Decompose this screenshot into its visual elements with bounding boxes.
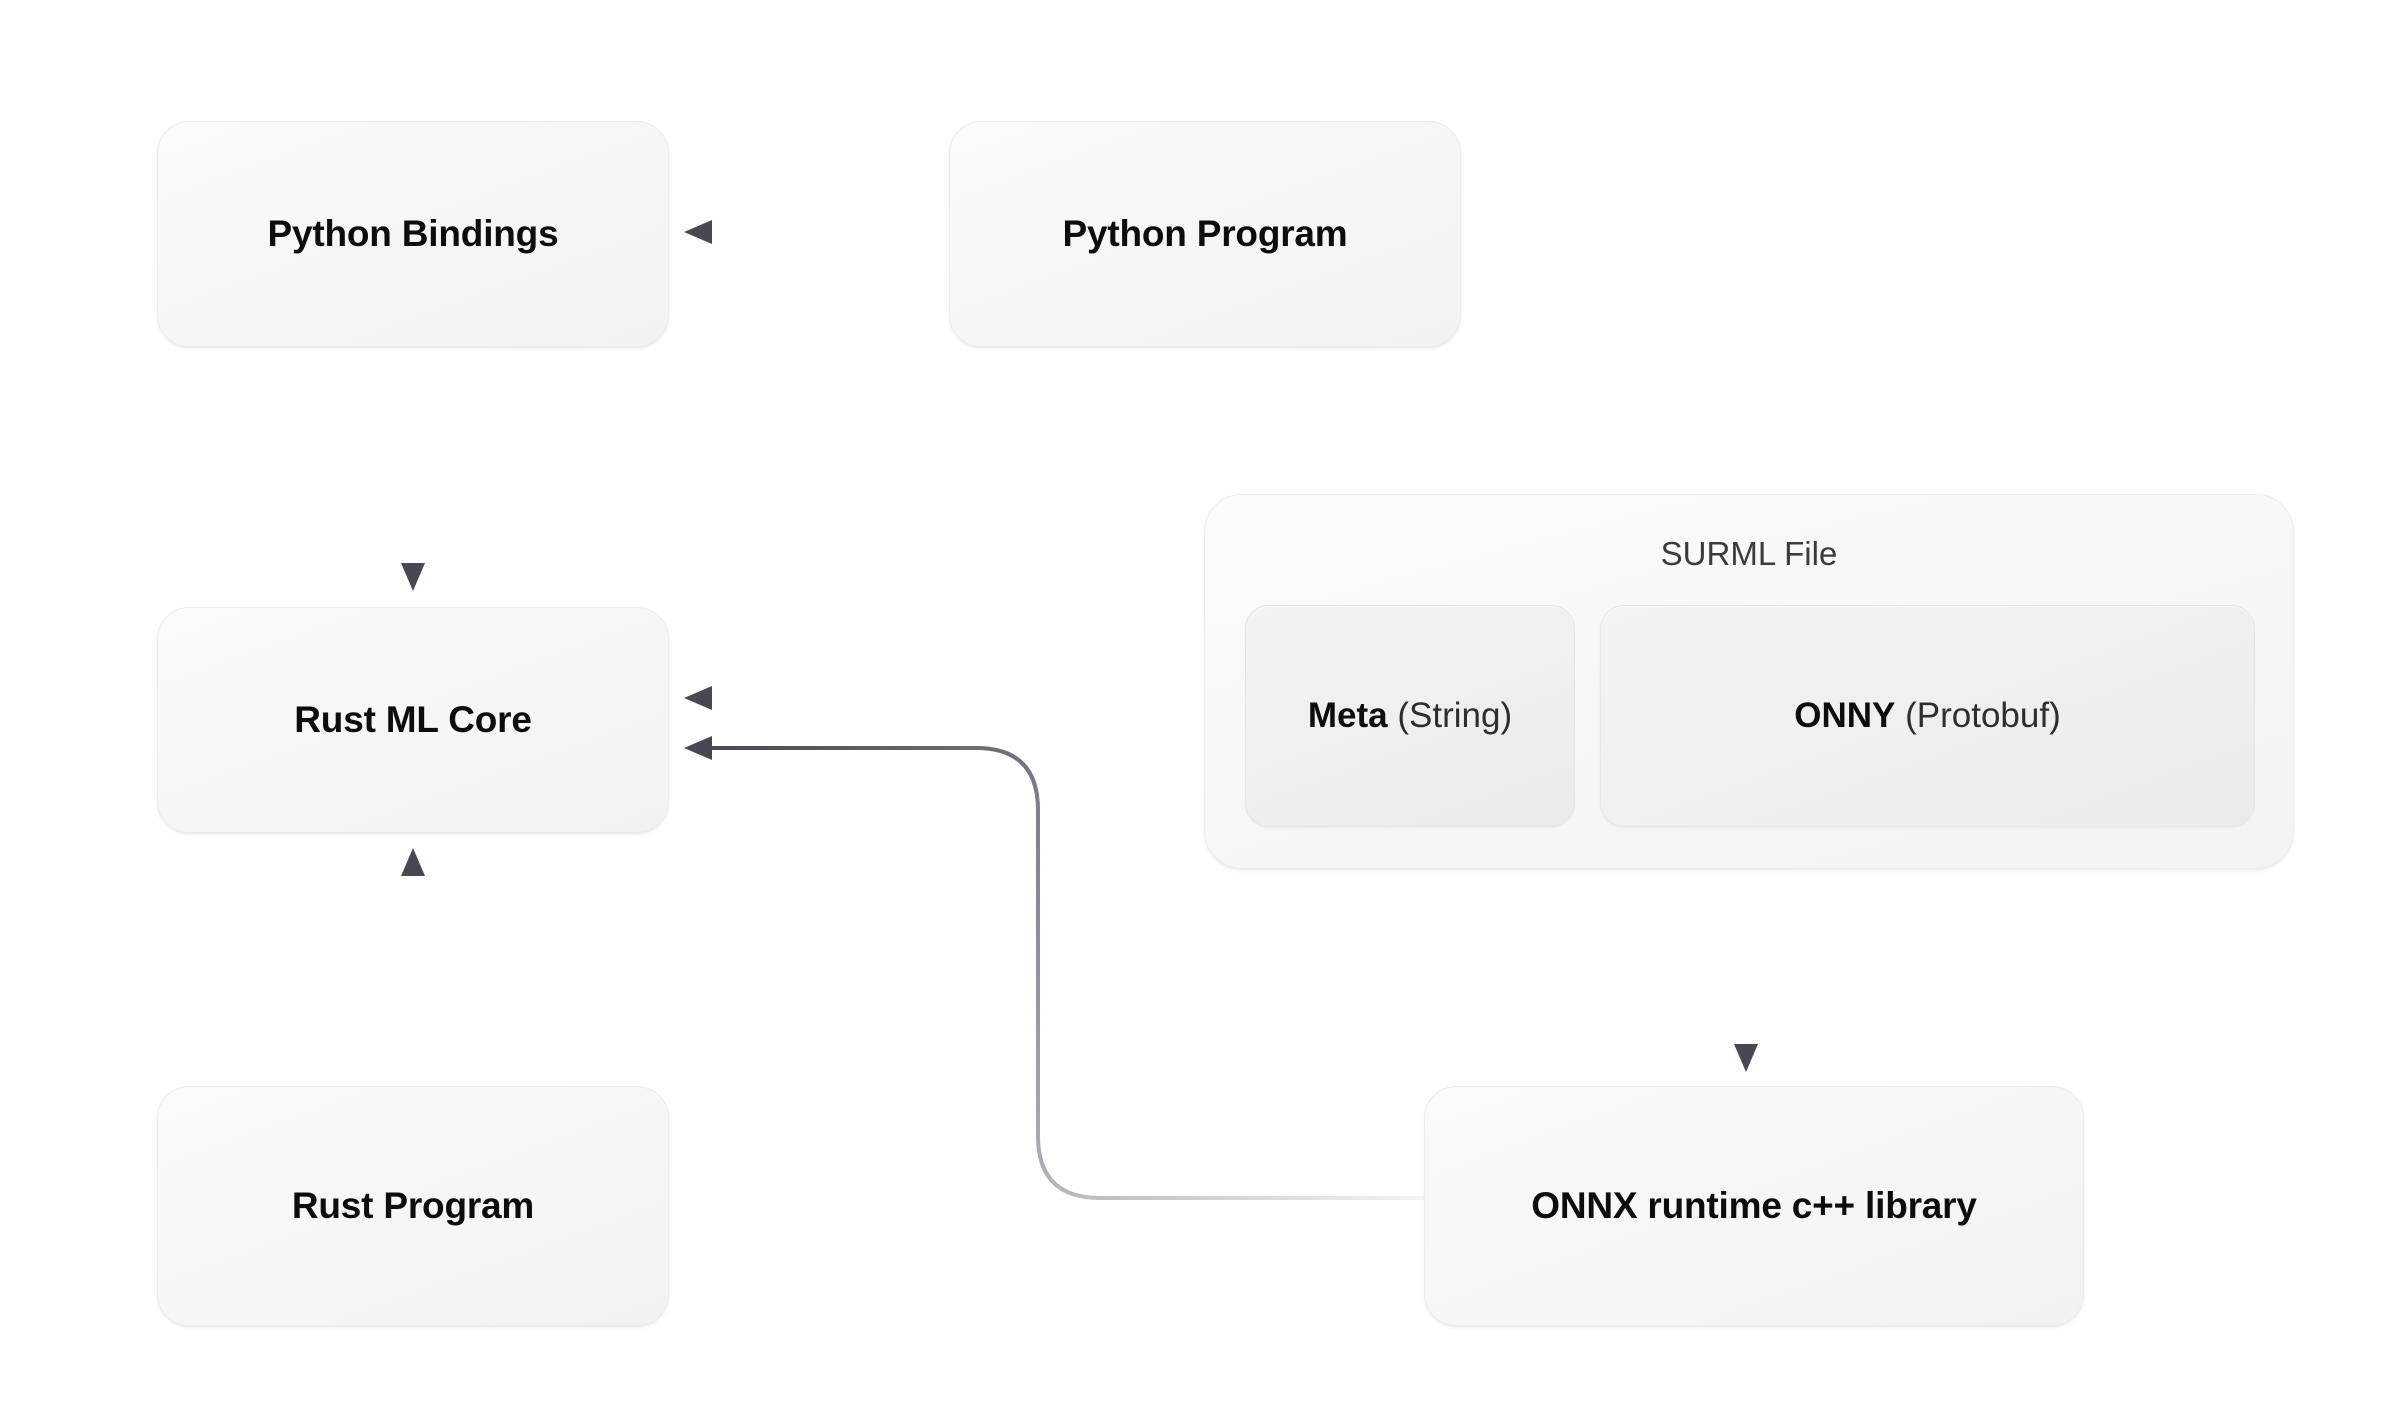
subnode-meta[interactable]: Meta (String) — [1245, 605, 1575, 827]
subnode-onny-label-bold: ONNY — [1794, 696, 1896, 735]
subnode-meta-label: Meta (String) — [1308, 696, 1512, 736]
subnode-onny-label-type: (Protobuf) — [1905, 696, 2061, 735]
edge-python-program-to-python-bindings — [684, 220, 945, 244]
node-onnx-runtime-label: ONNX runtime c++ library — [1531, 1185, 1977, 1226]
edge-rust-program-to-rust-ml-core — [401, 848, 425, 1082]
edge-surml-file-to-onnx-runtime — [1734, 870, 1758, 1072]
subnode-meta-label-bold: Meta — [1307, 696, 1388, 735]
edge-surml-file-to-rust-ml-core — [684, 686, 1203, 710]
node-python-program[interactable]: Python Program — [949, 121, 1461, 347]
node-python-bindings[interactable]: Python Bindings — [157, 121, 669, 347]
node-onnx-runtime[interactable]: ONNX runtime c++ library — [1424, 1086, 2084, 1326]
edge-python-bindings-to-rust-ml-core — [401, 348, 425, 591]
subnode-onny-label: ONNY (Protobuf) — [1794, 696, 2060, 736]
node-rust-ml-core-label: Rust ML Core — [294, 699, 532, 740]
group-surml-file-title: SURML File — [1660, 535, 1838, 572]
node-rust-program-label: Rust Program — [291, 1185, 535, 1226]
node-python-program-label: Python Program — [1062, 213, 1348, 254]
subnode-meta-label-type: (String) — [1397, 696, 1513, 735]
node-rust-program[interactable]: Rust Program — [157, 1086, 669, 1326]
group-surml-file[interactable]: SURML File Meta (String) ONNY (Protobuf) — [1204, 494, 2294, 869]
node-python-bindings-label: Python Bindings — [267, 213, 559, 254]
subnode-onny[interactable]: ONNY (Protobuf) — [1600, 605, 2255, 827]
node-rust-ml-core[interactable]: Rust ML Core — [157, 607, 669, 833]
